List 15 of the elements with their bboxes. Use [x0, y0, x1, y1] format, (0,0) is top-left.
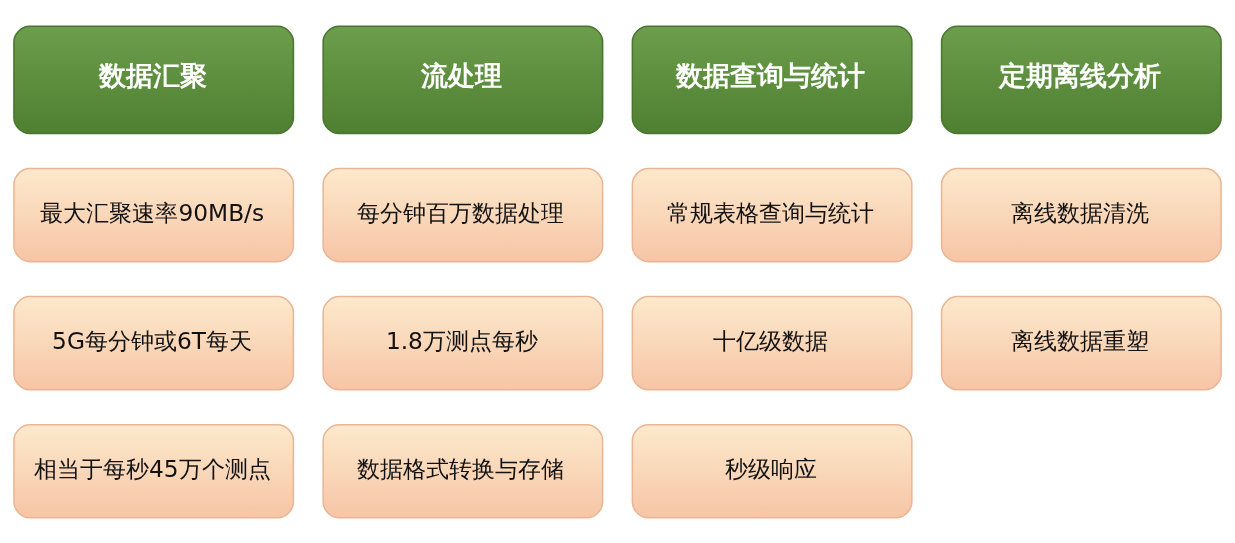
- node-box: 最大汇聚速率90MB/s: [13, 167, 295, 262]
- node-box: 离线数据清洗: [940, 167, 1222, 262]
- node-box: 数据查询与统计: [631, 24, 913, 134]
- node-box: 秒级响应: [631, 423, 913, 519]
- node-box: 常规表格查询与统计: [631, 167, 913, 262]
- node-box: 相当于每秒45万个测点: [13, 423, 295, 519]
- node-box: 数据汇聚: [13, 24, 295, 134]
- node-box: 每分钟百万数据处理: [322, 167, 604, 262]
- node-box: 流处理: [322, 24, 604, 134]
- node-box: 定期离线分析: [940, 24, 1222, 134]
- node-box: 数据格式转换与存储: [322, 423, 604, 519]
- node-box: 1.8万测点每秒: [322, 295, 604, 390]
- node-box: 离线数据重塑: [940, 295, 1222, 390]
- node-box: 十亿级数据: [631, 295, 913, 390]
- node-box: 5G每分钟或6T每天: [13, 295, 295, 390]
